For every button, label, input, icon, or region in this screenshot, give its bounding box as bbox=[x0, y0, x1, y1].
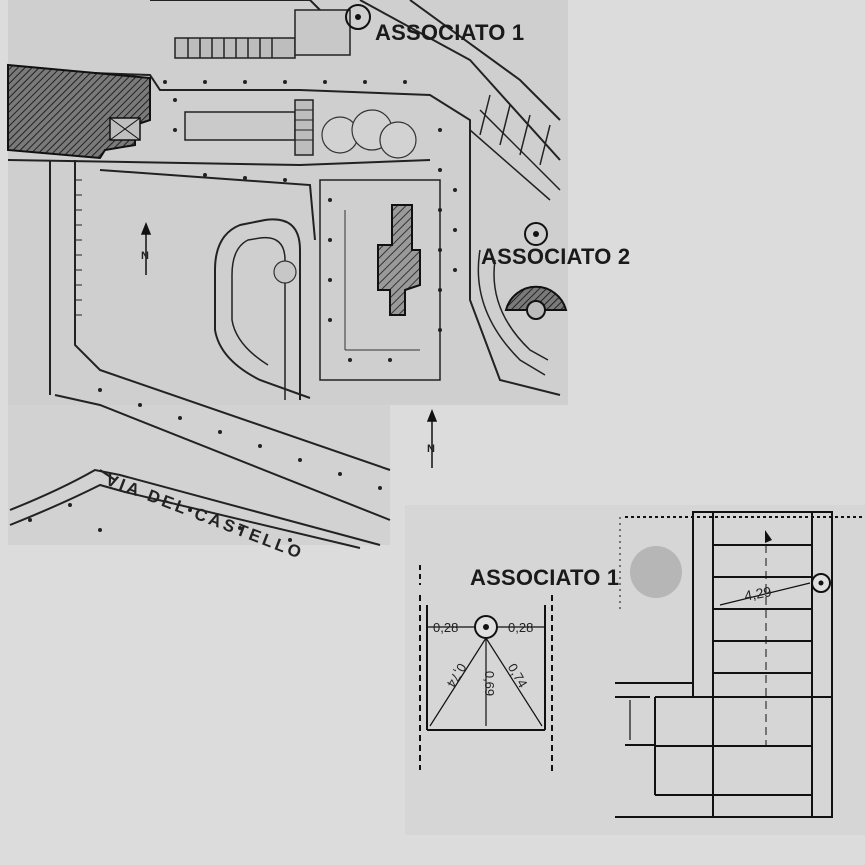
associato-2-marker bbox=[524, 222, 548, 246]
associato-2-label: ASSOCIATO 2 bbox=[481, 244, 631, 269]
dim-left-offset: 0,28 bbox=[433, 620, 459, 635]
north-label-center: N bbox=[427, 443, 435, 455]
street-edges bbox=[9, 468, 381, 549]
parking-stalls bbox=[479, 94, 551, 166]
trees bbox=[321, 109, 417, 159]
map-panel-street bbox=[8, 405, 390, 545]
associato-1-top-marker bbox=[345, 4, 371, 30]
north-label-top: N bbox=[141, 250, 149, 262]
top-building-strip bbox=[174, 9, 351, 59]
tree-dots bbox=[28, 80, 457, 542]
stair-small bbox=[294, 99, 314, 156]
building-dark bbox=[377, 204, 421, 316]
associato-2-fan-hatched bbox=[504, 285, 568, 311]
sidewalk-arcs bbox=[469, 109, 561, 376]
north-arrow-top bbox=[140, 221, 152, 275]
detail-stair-plan bbox=[615, 511, 865, 818]
dim-center: 0,69 bbox=[482, 670, 498, 697]
building-hatched-left bbox=[7, 63, 151, 160]
detail-panel bbox=[405, 505, 865, 835]
map-panel-top bbox=[8, 0, 568, 405]
smudge-mark bbox=[630, 546, 682, 598]
fountain bbox=[273, 260, 297, 284]
plaza-curved-walk bbox=[214, 218, 311, 400]
dim-right-offset: 0,28 bbox=[508, 620, 534, 635]
associato-1-top-label: ASSOCIATO 1 bbox=[375, 20, 525, 45]
left-road bbox=[49, 160, 391, 521]
north-arrow-center bbox=[426, 408, 438, 468]
associato-1-detail-label: ASSOCIATO 1 bbox=[470, 565, 620, 590]
planter-long bbox=[184, 111, 296, 141]
detail-section-a bbox=[419, 565, 553, 775]
